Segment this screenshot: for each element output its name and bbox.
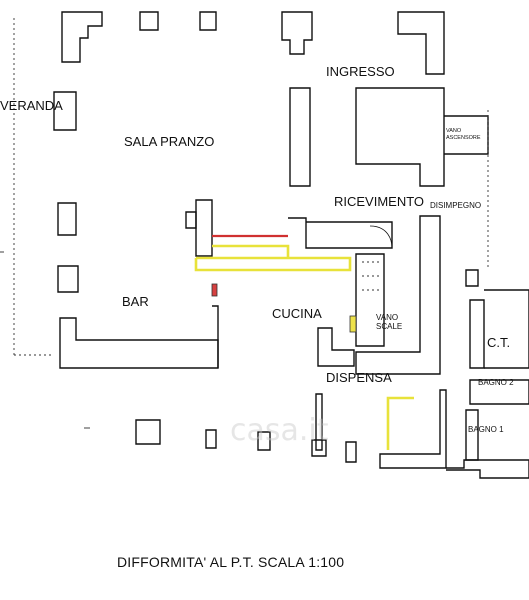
label-vano-scale-line2: SCALE	[376, 322, 402, 331]
elevator-and-east-wing	[444, 110, 529, 461]
label-ricevimento: RICEVIMENTO	[334, 194, 424, 209]
red-wall-segment	[211, 283, 218, 297]
top-pilasters	[61, 11, 445, 75]
label-ingresso: INGRESSO	[326, 64, 395, 79]
plan-caption: DIFFORMITA' AL P.T. SCALA 1:100	[117, 554, 344, 570]
label-sala-pranzo: SALA PRANZO	[124, 134, 214, 149]
label-vano-scale: VANO SCALE	[376, 313, 402, 331]
label-cucina: CUCINA	[272, 306, 322, 321]
label-ct: C.T.	[487, 335, 510, 350]
label-vano-ascensore-line2: ASCENSORE	[446, 135, 481, 141]
yellow-wall-segment	[349, 315, 357, 333]
stair-core-walls	[317, 215, 441, 375]
south-walls	[0, 251, 529, 479]
label-bagno-1: BAGNO 1	[468, 425, 504, 434]
watermark: casa.it	[230, 413, 329, 448]
outer-dashed-boundary	[13, 18, 54, 356]
interior-walls	[185, 87, 445, 368]
label-bagno-2: BAGNO 2	[478, 378, 514, 387]
label-dispensa: DISPENSA	[326, 370, 392, 385]
label-disimpegno: DISIMPEGNO	[430, 201, 481, 210]
label-bar: BAR	[122, 294, 149, 309]
label-vano-ascensore-line1: VANO	[446, 128, 462, 134]
red-changes	[211, 234, 288, 297]
label-vano-ascensore: VANO ASCENSORE	[446, 128, 481, 141]
label-vano-scale-line1: VANO	[376, 313, 398, 322]
label-veranda: VERANDA	[0, 98, 63, 113]
yellow-changes	[194, 244, 414, 450]
